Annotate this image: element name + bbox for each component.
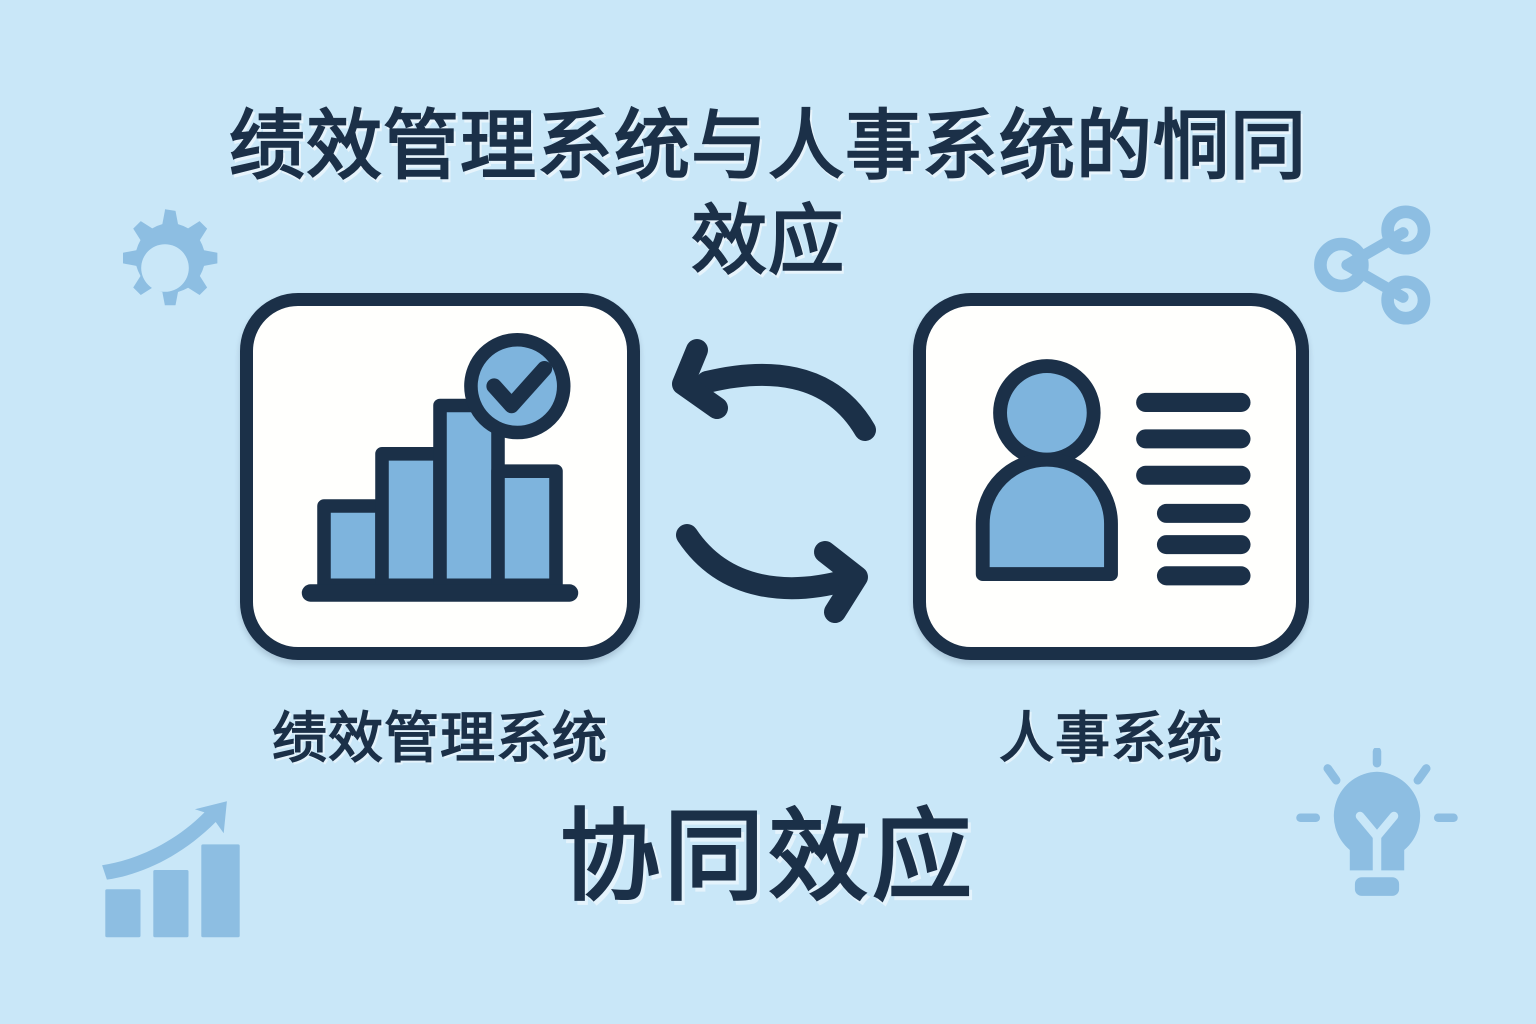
card-performance-icon-area xyxy=(253,306,627,647)
lightbulb-icon xyxy=(1292,748,1462,918)
arrow-left-to-right-icon xyxy=(676,524,868,623)
check-circle-icon xyxy=(464,332,571,439)
arrow-right-to-left-icon xyxy=(672,339,876,441)
card-performance-system[interactable] xyxy=(240,293,640,660)
bidirectional-arrows xyxy=(655,330,905,630)
card-hr-icon-area xyxy=(926,306,1296,647)
bar-chart-check-icon xyxy=(301,332,579,602)
caption-performance-system: 绩效管理系统 xyxy=(271,707,608,769)
caption-hr-system: 人事系统 xyxy=(998,707,1223,769)
growth-chart-icon xyxy=(90,790,255,950)
card-hr-system[interactable] xyxy=(913,293,1309,660)
gear-icon xyxy=(95,198,235,338)
page-title-line-2: 效应 xyxy=(691,198,845,284)
page-title: 绩效管理系统与人事系统的恫同 效应 xyxy=(0,99,1536,289)
person-id-card-icon xyxy=(975,358,1251,585)
share-network-icon xyxy=(1305,195,1445,335)
footer-title: 协同效应 xyxy=(560,801,976,913)
page-title-line-1: 绩效管理系统与人事系统的恫同 xyxy=(229,103,1307,189)
